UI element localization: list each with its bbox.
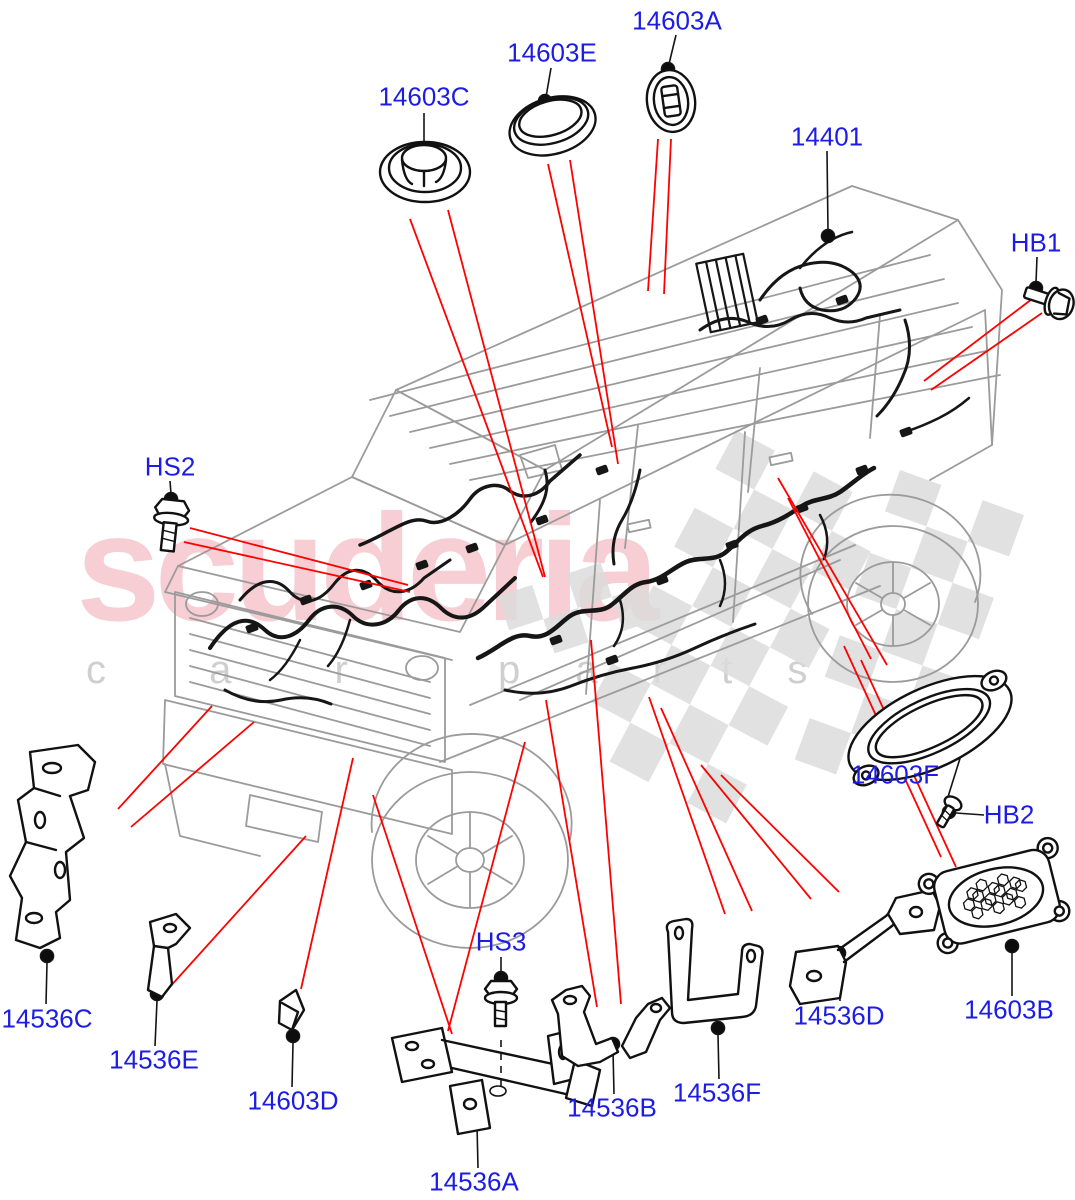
callout-label-14536C[interactable]: 14536C (1, 1003, 93, 1034)
callout-label-HS3[interactable]: HS3 (475, 926, 527, 957)
part-14536E-bracket-icon (146, 912, 192, 999)
part-14603F-plate-icon (847, 669, 1013, 787)
callout-label-14536D[interactable]: 14536D (793, 1000, 885, 1031)
callout-label-14603A[interactable]: 14603A (632, 5, 722, 36)
callout-label-14603F[interactable]: 14603F (850, 759, 940, 790)
callout-label-14536E[interactable]: 14536E (109, 1044, 199, 1075)
part-14536B-bracket-icon (550, 984, 672, 1068)
part-HB1-bolt-icon (1022, 286, 1075, 321)
callout-label-14536A[interactable]: 14536A (429, 1166, 519, 1197)
part-HS3-bolt-icon (483, 979, 519, 1028)
red-leader-lines (117, 138, 1043, 1035)
part-14603B-honeycomb-plate-icon (917, 836, 1071, 955)
part-14536F-bracket-icon (665, 917, 764, 1025)
checkered-flag-art (497, 430, 1025, 824)
vehicle-outline-art (162, 185, 1003, 949)
part-14603E-grommet-icon (508, 95, 597, 157)
callout-label-HB2[interactable]: HB2 (983, 799, 1035, 830)
callout-label-HB1[interactable]: HB1 (1010, 227, 1062, 258)
wiring-harness-art (208, 230, 971, 706)
part-14536C-bracket-icon (8, 743, 97, 950)
callout-label-14536B[interactable]: 14536B (567, 1092, 657, 1123)
part-HB2-screw-icon (936, 795, 963, 829)
part-14603A-grommet-icon (645, 68, 697, 134)
part-14603C-grommet-icon (378, 140, 472, 204)
callout-label-HS2[interactable]: HS2 (144, 451, 196, 482)
part-14603D-wedge-icon (277, 988, 306, 1032)
callout-label-14603B[interactable]: 14603B (964, 994, 1054, 1025)
part-HS2-bolt-icon (152, 497, 191, 553)
callout-label-14603C[interactable]: 14603C (378, 81, 470, 112)
callout-label-14401[interactable]: 14401 (790, 121, 864, 152)
part-14536D-bracket-icon (788, 888, 942, 1006)
callout-label-14536F[interactable]: 14536F (672, 1077, 762, 1108)
callout-label-14603D[interactable]: 14603D (247, 1085, 339, 1116)
callout-label-14603E[interactable]: 14603E (507, 37, 597, 68)
